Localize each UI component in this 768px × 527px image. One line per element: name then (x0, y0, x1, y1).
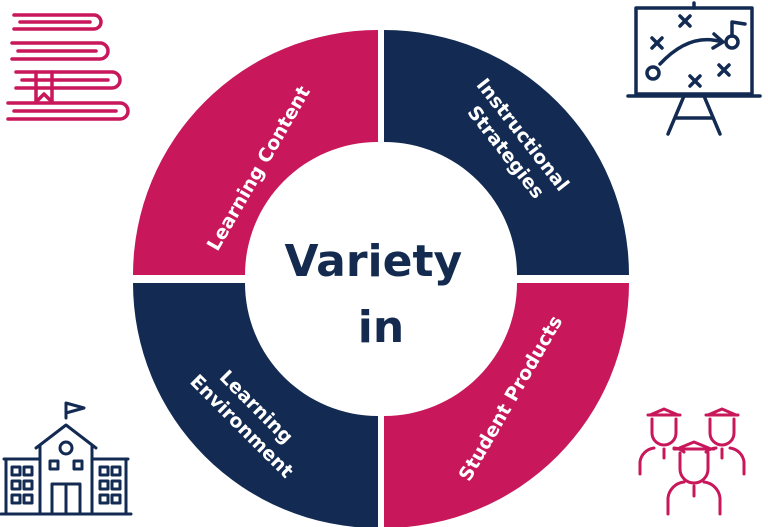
graduates-icon (638, 407, 746, 516)
segment-learning-content (133, 30, 378, 275)
segment-instructional-strategies (384, 30, 629, 275)
segment-student-products (384, 283, 629, 527)
school-building-icon (0, 401, 133, 516)
center-title: Variety in (284, 236, 477, 353)
books-icon (6, 13, 130, 121)
strategy-board-icon (626, 1, 762, 136)
segment-learning-environment (133, 283, 378, 527)
